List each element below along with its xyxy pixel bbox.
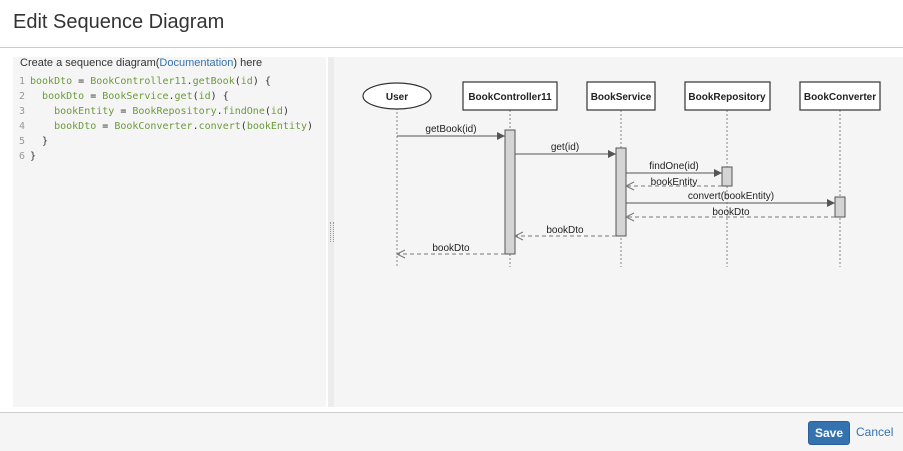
line-number: 1 bbox=[18, 76, 25, 87]
hint-suffix: ) here bbox=[233, 57, 263, 69]
code-line[interactable]: 1 bookDto = BookController11.getBook(id) … bbox=[13, 74, 326, 89]
participant-label: BookConverter bbox=[804, 92, 876, 103]
splitter-grip-icon[interactable] bbox=[330, 222, 334, 242]
editor-hint: Create a sequence diagram(Documentation)… bbox=[20, 57, 262, 69]
code-text: } bbox=[42, 136, 49, 147]
arrowhead-icon bbox=[608, 150, 616, 158]
message-label: bookEntity bbox=[651, 177, 698, 188]
actor-user bbox=[362, 82, 432, 110]
code-line[interactable]: 3 bookEntity = BookRepository.findOne(id… bbox=[13, 104, 326, 119]
code-text: bookEntity = BookRepository.findOne(id) bbox=[54, 106, 289, 117]
open-arrowhead-icon bbox=[395, 249, 406, 259]
code-text: bookDto = BookService.get(id) { bbox=[42, 91, 229, 102]
code-text: bookDto = BookConverter.convert(bookEnti… bbox=[54, 121, 314, 132]
code-line[interactable]: 6} bbox=[13, 149, 326, 164]
message-label: bookDto bbox=[432, 243, 470, 254]
line-number: 6 bbox=[18, 151, 25, 162]
participant-label: BookService bbox=[591, 92, 652, 103]
code-line[interactable]: 4 bookDto = BookConverter.convert(bookEn… bbox=[13, 119, 326, 134]
message-label: bookDto bbox=[712, 207, 750, 218]
message-label: convert(bookEntity) bbox=[688, 191, 774, 202]
participant-label: BookController11 bbox=[468, 92, 552, 103]
code-text: bookDto = BookController11.getBook(id) { bbox=[30, 76, 271, 87]
code-line[interactable]: 2 bookDto = BookService.get(id) { bbox=[13, 89, 326, 104]
arrowhead-icon bbox=[714, 169, 722, 177]
code-text: } bbox=[30, 151, 37, 162]
panel-splitter[interactable] bbox=[328, 57, 334, 407]
participant-box bbox=[462, 81, 558, 111]
hint-prefix: Create a sequence diagram( bbox=[20, 57, 160, 69]
message-label: bookDto bbox=[546, 225, 584, 236]
arrowhead-icon bbox=[827, 199, 835, 207]
actor-label: User bbox=[386, 92, 408, 103]
dialog-header: Edit Sequence Diagram bbox=[0, 0, 903, 48]
activation-bar bbox=[721, 166, 733, 187]
open-arrowhead-icon bbox=[624, 212, 635, 222]
message-label: get(id) bbox=[551, 142, 579, 153]
dialog-footer bbox=[0, 412, 903, 451]
documentation-link[interactable]: Documentation bbox=[159, 57, 234, 69]
participant-box bbox=[586, 81, 656, 111]
activation-bar bbox=[615, 147, 627, 237]
participant-box bbox=[799, 81, 881, 111]
participant-box bbox=[684, 81, 771, 111]
save-button[interactable]: Save bbox=[808, 421, 850, 445]
message-label: getBook(id) bbox=[425, 124, 476, 135]
dialog-title: Edit Sequence Diagram bbox=[13, 11, 225, 33]
editor-panel bbox=[13, 57, 326, 407]
arrowhead-icon bbox=[497, 132, 505, 140]
open-arrowhead-icon bbox=[624, 181, 635, 191]
line-number: 4 bbox=[18, 121, 25, 132]
open-arrowhead-icon bbox=[513, 231, 524, 241]
line-number: 2 bbox=[18, 91, 25, 102]
line-number: 5 bbox=[18, 136, 25, 147]
activation-bar bbox=[834, 196, 846, 218]
line-number: 3 bbox=[18, 106, 25, 117]
code-line[interactable]: 5 } bbox=[13, 134, 326, 149]
code-editor[interactable]: 1 bookDto = BookController11.getBook(id) … bbox=[13, 74, 326, 164]
message-label: findOne(id) bbox=[649, 161, 698, 172]
participant-label: BookRepository bbox=[688, 92, 766, 103]
cancel-link[interactable]: Cancel bbox=[856, 425, 894, 439]
activation-bar bbox=[504, 129, 516, 255]
